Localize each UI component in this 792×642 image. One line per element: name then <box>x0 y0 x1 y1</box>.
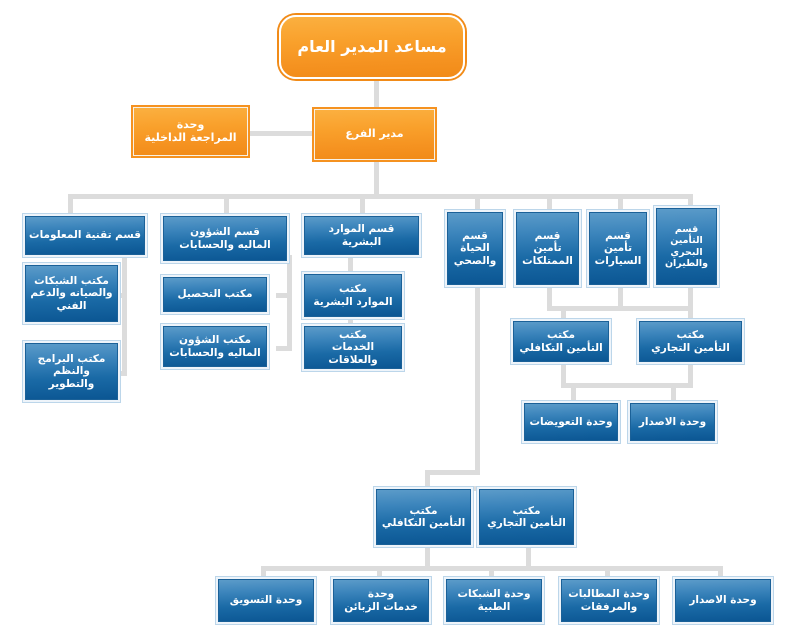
node-office-programs-systems-development[interactable]: مكتب البرامج والنظم والتطوير <box>25 343 118 400</box>
connector-it-to-programs <box>113 371 127 376</box>
node-unit-issuance-upper[interactable]: وحدة الاصدار <box>630 403 715 441</box>
connector-lower-bus <box>425 470 480 475</box>
connector-bus-drop-motor <box>618 194 623 212</box>
connector-to-marketing <box>261 566 266 580</box>
node-office-takaful-insurance-upper[interactable]: مكتب التأمين التكافلي <box>513 321 609 362</box>
connector-main-bus <box>68 194 693 199</box>
connector-finance-to-accounts <box>276 346 292 351</box>
connector-finance-to-collection <box>276 293 292 298</box>
node-office-services-relations[interactable]: مكتب الخدمات والعلاقات <box>304 326 402 369</box>
connector-to-issuance-bottom <box>718 566 723 580</box>
node-internal-audit-unit[interactable]: وحدة المراجعة الداخلية <box>133 107 248 156</box>
node-assistant-general-manager[interactable]: مساعد المدير العام <box>279 15 465 79</box>
node-branch-manager[interactable]: مدير الفرع <box>314 109 435 160</box>
node-department-finance-accounts[interactable]: قسم الشؤون الماليه والحسابات <box>163 216 287 261</box>
node-office-human-resources[interactable]: مكتب الموارد البشرية <box>304 274 402 317</box>
connector-to-compensation <box>571 383 576 404</box>
node-department-marine-aviation-insurance[interactable]: قسم التأمين البحري والطيران <box>656 208 717 285</box>
node-department-human-resources[interactable]: قسم الموارد البشرية <box>304 216 419 255</box>
node-unit-marketing[interactable]: وحدة التسويق <box>218 579 314 622</box>
connector-bus-drop-marine <box>688 194 693 212</box>
connector-motor-down <box>618 285 623 310</box>
connector-it-to-networks <box>113 293 127 298</box>
connector-lower-split <box>425 486 531 491</box>
node-department-it[interactable]: قسم تقنية المعلومات <box>25 216 145 255</box>
connector-life-long-drop <box>475 285 480 475</box>
node-department-motor-insurance[interactable]: قسم تأمين السيارات <box>589 212 647 285</box>
node-office-collection[interactable]: مكتب التحصيل <box>163 277 267 312</box>
connector-to-claims <box>605 566 610 580</box>
node-unit-claims-attachments[interactable]: وحدة المطالبات والمرفقات <box>561 579 657 622</box>
node-unit-issuance-lower[interactable]: وحدة الاصدار <box>675 579 771 622</box>
node-office-commercial-insurance-upper[interactable]: مكتب التأمين التجاري <box>639 321 742 362</box>
connector-audit-to-branch <box>248 131 314 136</box>
node-office-finance-accounts[interactable]: مكتب الشؤون الماليه والحسابات <box>163 326 267 367</box>
connector-bus-drop-hr <box>360 194 365 218</box>
connector-takaful-top-down <box>561 362 566 387</box>
connector-to-medical-networks <box>489 566 494 580</box>
connector-root-to-branch <box>374 79 379 109</box>
connector-to-customer-services <box>377 566 382 580</box>
connector-upper-insurance-bus <box>547 306 693 311</box>
connector-takaful-bottom-down <box>425 545 430 570</box>
connector-branch-down <box>374 160 379 196</box>
node-unit-compensation[interactable]: وحدة التعويضات <box>524 403 618 441</box>
connector-to-takaful-top <box>561 306 566 323</box>
connector-finance-spine <box>287 255 292 350</box>
node-unit-customer-services[interactable]: وحدة خدمات الزبائن <box>333 579 429 622</box>
connector-bus-drop-life <box>475 194 480 212</box>
connector-marine-down <box>688 285 693 310</box>
node-office-takaful-insurance-lower[interactable]: مكتب التأمين التكافلي <box>376 489 471 545</box>
connector-it-spine <box>122 255 127 375</box>
connector-bus-drop-it <box>68 194 73 218</box>
connector-lower-bus-down <box>425 470 430 490</box>
connector-commercial-bottom-down <box>526 545 531 570</box>
connector-bus-drop-finance <box>224 194 229 218</box>
node-department-property-insurance[interactable]: قسم تأمين الممتلكات <box>516 212 579 285</box>
node-department-life-health[interactable]: قسم الحياة والصحي <box>447 212 503 285</box>
connector-to-commercial-top <box>688 306 693 323</box>
connector-property-down <box>547 285 552 310</box>
node-unit-medical-networks[interactable]: وحدة الشبكات الطبية <box>446 579 542 622</box>
node-office-networks-maintenance-support[interactable]: مكتب الشبكات والصيانه والدعم الفني <box>25 265 118 322</box>
node-office-commercial-insurance-lower[interactable]: مكتب التأمين التجاري <box>479 489 574 545</box>
connector-bus-drop-property <box>547 194 552 212</box>
connector-unit-bus-top <box>561 383 693 388</box>
connector-commercial-top-down <box>688 362 693 387</box>
connector-to-issuance-top <box>671 383 676 404</box>
